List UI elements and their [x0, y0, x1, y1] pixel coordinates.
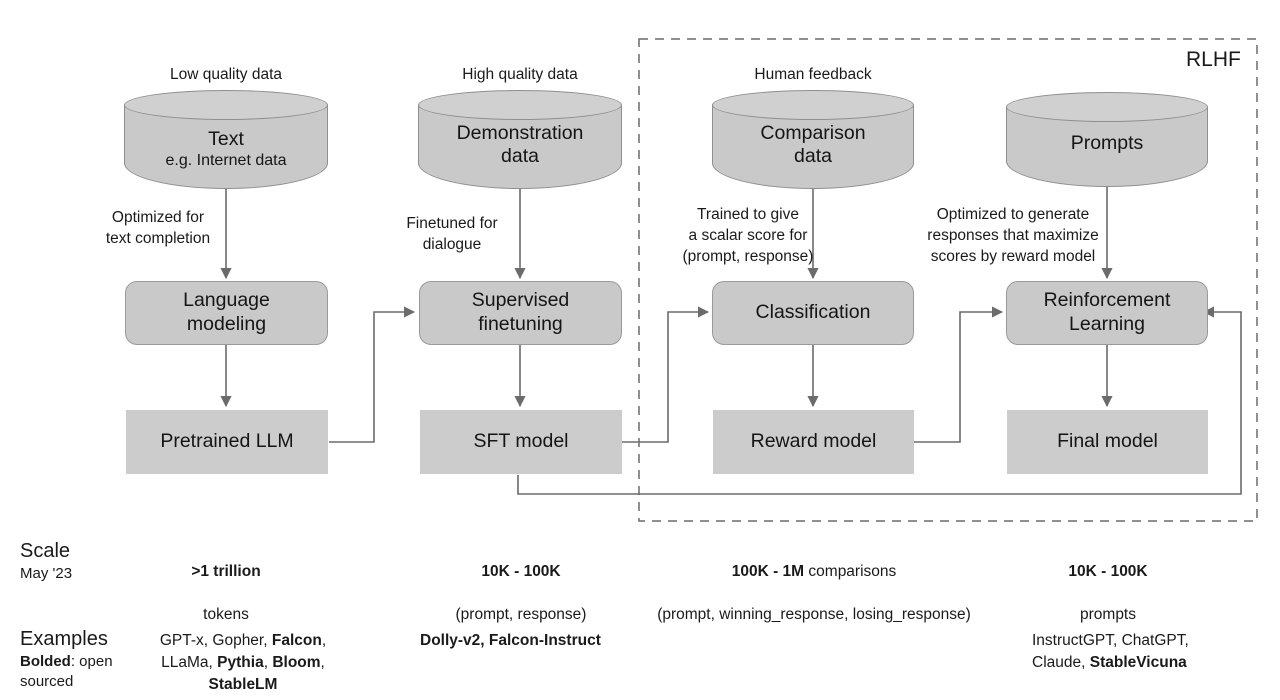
scale-cell-pretraining-bold: >1 trillion	[191, 563, 261, 581]
row-header-examples-label: Examples	[20, 628, 108, 650]
process-supervised-finetuning-label: Supervised finetuning	[471, 289, 570, 335]
row-header-examples-sub-bold: Bolded	[20, 653, 71, 670]
datastore-text-title: Text	[208, 128, 244, 150]
process-classification: Classification	[712, 281, 914, 345]
arrow-pretrained-llm-to-supervised-finetuning	[329, 306, 416, 443]
cylinder-top	[124, 90, 328, 120]
datastore-prompts-label: Prompts	[1070, 132, 1144, 154]
process-supervised-finetuning: Supervised finetuning	[419, 281, 622, 345]
model-final-model: Final model	[1007, 410, 1208, 474]
cylinder-body	[712, 105, 914, 189]
process-language-modeling-label: Language modeling	[183, 289, 270, 335]
datastore-text-subtitle: e.g. Internet data	[165, 152, 287, 170]
datastore-demonstration-data: Demonstration data	[418, 90, 622, 189]
edge-label-finetuned-for-dialogue: Finetuned for dialogue	[406, 215, 498, 253]
datastore-text: Text e.g. Internet data	[124, 90, 328, 189]
examples-cell-pretraining: GPT-x, Gopher, Falcon,LLaMa, Pythia, Blo…	[159, 632, 327, 693]
scale-cell-rl-bold: 10K - 100K	[1068, 563, 1148, 581]
model-pretrained-llm: Pretrained LLM	[126, 410, 328, 474]
datastore-demonstration-data-label: Demonstration data	[456, 122, 584, 168]
datastore-comparison-data: Comparison data	[712, 90, 914, 189]
row-header-scale-label: Scale	[20, 540, 71, 562]
process-language-modeling: Language modeling	[125, 281, 328, 345]
scale-cell-reward-bold: 100K - 1M	[731, 563, 805, 581]
model-final-model-label: Final model	[1057, 430, 1158, 453]
model-pretrained-llm-label: Pretrained LLM	[160, 430, 294, 453]
arrow-reward-model-to-reinforcement-learning	[914, 306, 1004, 443]
scale-cell-sft-rest: (prompt, response)	[455, 606, 587, 624]
datastore-prompts: Prompts	[1006, 92, 1208, 187]
rlhf-group-label: RLHF	[1186, 48, 1241, 71]
cylinder-top	[418, 90, 622, 120]
arrow-sft-model-to-classification	[621, 306, 710, 443]
cylinder-body	[124, 105, 328, 189]
edge-label-optimized-to-generate-responses: Optimized to generate responses that max…	[927, 206, 1099, 265]
edge-label-trained-to-give-scalar-score: Trained to give a scalar score for (prom…	[682, 206, 814, 265]
scale-cell-sft-bold: 10K - 100K	[481, 563, 561, 581]
scale-cell-rl-rest: prompts	[1080, 606, 1136, 624]
datastore-text-label: Text e.g. Internet data	[124, 128, 328, 171]
rlhf-group-box	[638, 38, 1258, 522]
row-header-scale-sub: May '23	[20, 565, 73, 582]
scale-cell-rl: 10K - 100K prompts	[1028, 540, 1188, 626]
scale-cell-reward-modeling: 100K - 1M comparisons (prompt, winning_r…	[630, 540, 998, 626]
examples-cell-rl: InstructGPT, ChatGPT,Claude, StableVicun…	[1032, 632, 1189, 671]
cylinder-top	[1006, 92, 1208, 122]
model-sft-model-label: SFT model	[473, 430, 569, 453]
model-sft-model: SFT model	[420, 410, 622, 474]
row-header-examples: Examples Bolded: open sourced	[20, 626, 113, 691]
arrow-sft-model-to-reinforcement-learning	[517, 306, 1242, 495]
caption-low-quality-data: Low quality data	[169, 66, 283, 83]
process-classification-label: Classification	[755, 301, 871, 324]
edge-label-optimized-for-text-completion: Optimized for text completion	[105, 209, 211, 247]
caption-high-quality-data: High quality data	[462, 66, 578, 83]
row-header-examples-sub: Bolded: open sourced	[20, 652, 113, 691]
row-header-scale: Scale May '23	[20, 538, 72, 584]
scale-cell-pretraining-rest: tokens	[203, 606, 249, 624]
model-reward-model-label: Reward model	[750, 430, 877, 453]
model-reward-model: Reward model	[713, 410, 914, 474]
scale-cell-pretraining: >1 trillion tokens	[146, 540, 306, 626]
scale-cell-reward-line1: 100K - 1M comparisons	[732, 563, 897, 580]
datastore-comparison-data-label: Comparison data	[760, 122, 866, 168]
process-reinforcement-learning: Reinforcement Learning	[1006, 281, 1208, 345]
examples-cell-sft: Dolly-v2, Falcon-Instruct	[420, 632, 601, 649]
scale-cell-reward-line2: (prompt, winning_response, losing_respon…	[657, 606, 971, 624]
process-reinforcement-learning-label: Reinforcement Learning	[1043, 289, 1171, 335]
scale-cell-reward-rest: comparisons	[808, 563, 897, 581]
scale-cell-sft: 10K - 100K (prompt, response)	[438, 540, 604, 626]
caption-human-feedback: Human feedback	[754, 66, 872, 83]
row-header-examples-sub-rest: : open sourced	[20, 653, 113, 690]
cylinder-top	[712, 90, 914, 120]
